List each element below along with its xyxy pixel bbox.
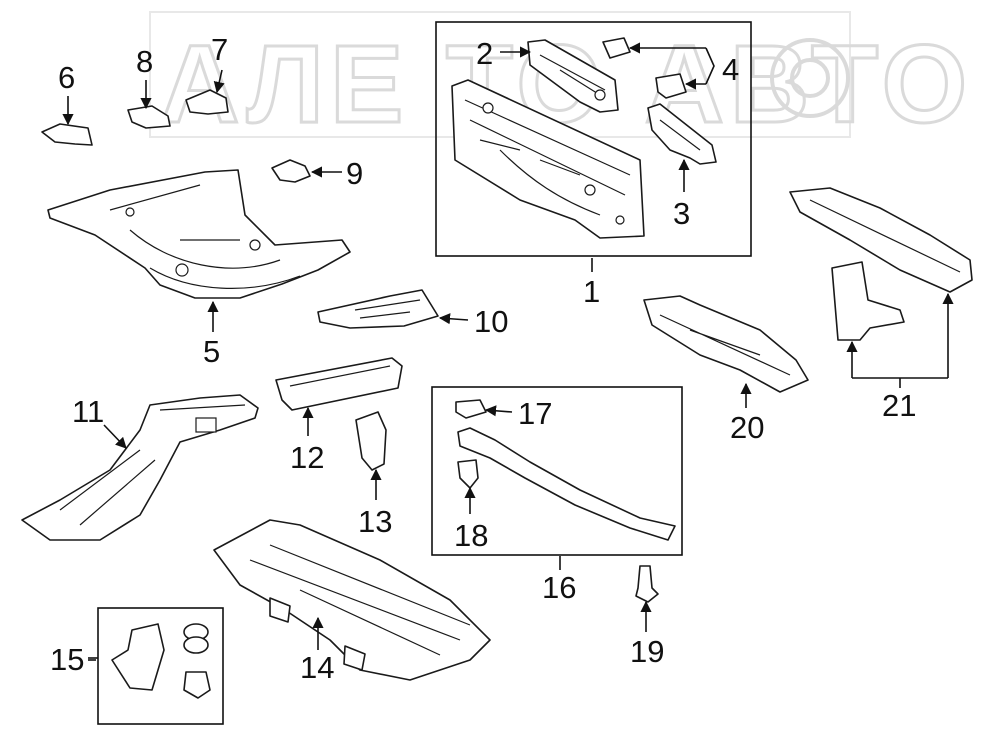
callout-9: 9: [346, 156, 363, 191]
callout-3: 3: [673, 196, 690, 231]
callout-10: 10: [474, 304, 508, 339]
callout-13: 13: [358, 504, 392, 539]
part-bracket-3: [647, 103, 717, 165]
part-grommet-17: [455, 399, 487, 419]
part-reinforcement-12: [275, 357, 403, 411]
callout-1: 1: [583, 274, 600, 309]
part-clips-4: [602, 37, 687, 99]
callout-20: 20: [730, 410, 764, 445]
callout-19: 19: [630, 634, 664, 669]
callout-12: 12: [290, 440, 324, 475]
callout-14: 14: [300, 650, 334, 685]
callout-2: 2: [476, 36, 493, 71]
part-rear-floor-pan: [47, 169, 351, 299]
callout-6: 6: [58, 60, 75, 95]
part-strap-16: [457, 427, 676, 541]
callout-15: 15: [50, 642, 84, 677]
part-bolt-18: [457, 459, 479, 489]
callout-17: 17: [518, 396, 552, 431]
part-set-15: [111, 623, 211, 699]
part-side-member-11: [21, 394, 259, 541]
callout-21: 21: [882, 388, 916, 423]
part-bracket-13: [355, 411, 387, 471]
part-crossmember-14: [213, 519, 491, 681]
part-crossmember-20: [643, 295, 809, 393]
part-clip-9: [271, 159, 311, 183]
callout-11: 11: [72, 394, 104, 429]
part-crossmember-21: [789, 187, 973, 341]
callout-5: 5: [203, 334, 220, 369]
callout-4: 4: [722, 52, 739, 87]
leader-lines: [62, 42, 954, 661]
callout-7: 7: [211, 32, 228, 67]
part-bracket-8: [127, 105, 171, 129]
part-plate-10: [317, 289, 439, 329]
callout-18: 18: [454, 518, 488, 553]
part-bracket-6: [41, 123, 93, 146]
group-box-15: [97, 607, 224, 725]
part-bolt-19: [635, 565, 659, 603]
part-bracket-2: [527, 39, 619, 113]
group-box-1: [435, 21, 752, 257]
callout-16: 16: [542, 570, 576, 605]
part-bracket-7: [185, 89, 229, 115]
group-box-16: [431, 386, 683, 556]
part-rear-panel: [451, 79, 645, 239]
callout-8: 8: [136, 44, 153, 79]
